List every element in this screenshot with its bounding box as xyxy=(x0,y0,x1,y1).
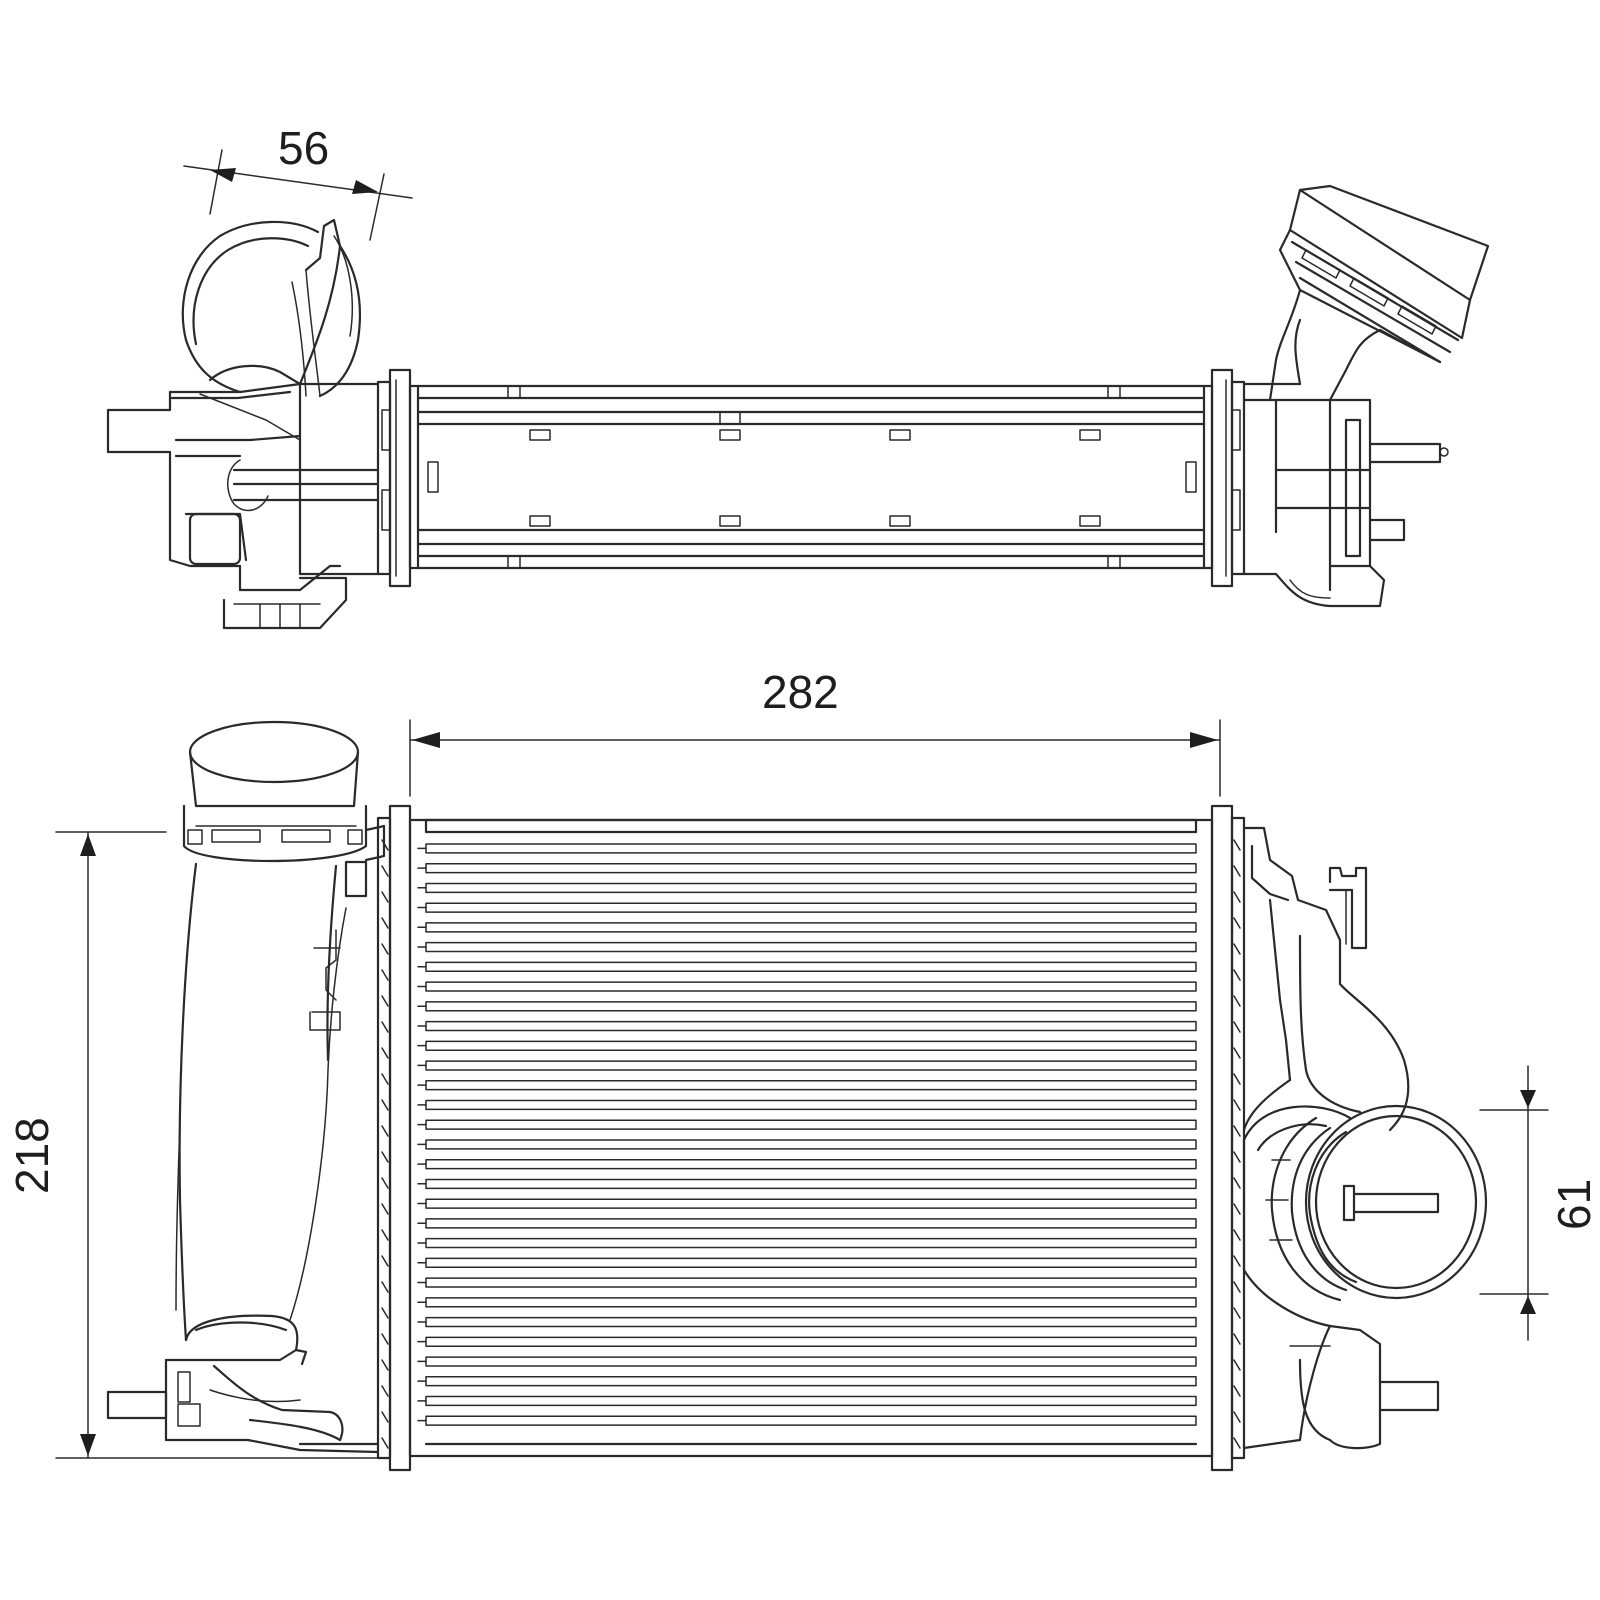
side-plate-tick xyxy=(1233,1073,1241,1085)
core-fin-tube xyxy=(425,1139,1197,1150)
dimension-282-label: 282 xyxy=(762,666,839,718)
dimension-56: 56 xyxy=(183,122,413,241)
side-plate-tick xyxy=(381,1437,389,1449)
core-fin-tube xyxy=(425,1099,1197,1111)
core-fin-tube xyxy=(425,1080,1197,1091)
core-fin-tube xyxy=(425,922,1197,933)
core-fins xyxy=(417,843,1197,1426)
core-fin-tube xyxy=(425,1277,1197,1288)
dimension-282: 282 xyxy=(409,666,1221,797)
side-plate-tick xyxy=(381,1073,389,1085)
core-fin-tube xyxy=(425,1237,1197,1249)
top-view: 56 xyxy=(106,122,1490,630)
core-fin-tube xyxy=(425,941,1197,953)
side-plate-tick xyxy=(1233,1255,1241,1267)
side-plate-tick xyxy=(381,1177,389,1189)
side-plate-tick xyxy=(381,917,389,929)
side-plate-tick xyxy=(1233,917,1241,929)
core-fin-tube xyxy=(425,1415,1197,1426)
side-plate-tick xyxy=(381,1099,389,1111)
side-plate-tick xyxy=(381,1021,389,1033)
side-plate-tick xyxy=(381,995,389,1007)
side-plate-tick xyxy=(381,1125,389,1137)
side-plate-tick xyxy=(381,1333,389,1345)
side-plate-tick xyxy=(381,1281,389,1293)
dimension-218-label: 218 xyxy=(6,1117,58,1194)
side-plate-tick xyxy=(381,1359,389,1371)
side-plate-tick xyxy=(1233,1021,1241,1033)
side-plate-tick xyxy=(1233,1359,1241,1371)
core-fin-tube xyxy=(425,1218,1197,1229)
core-fin-tube xyxy=(425,981,1197,992)
side-plate-tick xyxy=(1233,891,1241,903)
side-plate-tick xyxy=(381,865,389,877)
front-view-left-tank xyxy=(106,720,386,1454)
side-plate-tick xyxy=(381,1307,389,1319)
core-fin-tube xyxy=(425,862,1197,874)
side-plate-tick xyxy=(1233,1229,1241,1241)
dimension-56-label: 56 xyxy=(278,122,329,174)
side-plate-ticks xyxy=(381,839,1241,1449)
dimension-218: 218 xyxy=(6,831,391,1459)
core-fin-tube xyxy=(425,1001,1197,1012)
side-plate-tick xyxy=(1233,1307,1241,1319)
side-plate-tick xyxy=(381,1229,389,1241)
core-fin-tube xyxy=(425,882,1197,894)
core-fin-tube xyxy=(425,1376,1197,1387)
core-fin-tube xyxy=(425,1060,1197,1071)
front-view-right-tank xyxy=(1242,826,1488,1450)
core-fin-tube xyxy=(425,1257,1197,1269)
top-view-right-tank xyxy=(1210,184,1490,608)
front-view: 282 218 61 xyxy=(6,666,1600,1472)
side-plate-tick xyxy=(1233,1281,1241,1293)
side-plate-tick xyxy=(1233,1151,1241,1163)
top-view-left-tank xyxy=(106,218,412,630)
side-plate-tick xyxy=(1233,1125,1241,1137)
core-fin-tube xyxy=(425,1178,1197,1190)
side-plate-tick xyxy=(1233,1437,1241,1449)
core-fin-tube xyxy=(425,961,1197,973)
core-fin-tube xyxy=(425,1356,1197,1367)
side-plate-tick xyxy=(1233,839,1241,851)
core-fin-tube xyxy=(425,1119,1197,1130)
side-plate-tick xyxy=(381,1411,389,1423)
side-plate-tick xyxy=(1233,1047,1241,1059)
side-plate-tick xyxy=(381,891,389,903)
core-fin-tube xyxy=(425,1395,1197,1407)
core-fin-tube xyxy=(425,902,1197,913)
core-fin-tube xyxy=(425,1336,1197,1347)
side-plate-tick xyxy=(381,1151,389,1163)
core-fin-tube xyxy=(425,843,1197,854)
core-fin-tube xyxy=(425,1316,1197,1328)
side-plate-tick xyxy=(1233,1177,1241,1189)
side-plate-tick xyxy=(381,1047,389,1059)
core-fin-tube xyxy=(425,1040,1197,1051)
core-fin-tube xyxy=(425,1297,1197,1308)
side-plate-tick xyxy=(1233,995,1241,1007)
side-plate-tick xyxy=(381,943,389,955)
side-plate-tick xyxy=(1233,1203,1241,1215)
side-plate-tick xyxy=(381,1255,389,1267)
side-plate-tick xyxy=(1233,865,1241,877)
side-plate-tick xyxy=(381,969,389,981)
side-plate-tick xyxy=(381,1385,389,1397)
side-plate-tick xyxy=(381,1203,389,1215)
side-plate-tick xyxy=(1233,1333,1241,1345)
side-plate-tick xyxy=(1233,1411,1241,1423)
dimension-61: 61 xyxy=(1479,1065,1600,1341)
front-view-side-plates xyxy=(376,804,1246,1472)
side-plate-tick xyxy=(1233,1099,1241,1111)
side-plate-tick xyxy=(1233,1385,1241,1397)
core-fin-tube xyxy=(425,1020,1197,1032)
core-fin-tube xyxy=(425,1198,1197,1209)
top-view-core xyxy=(408,384,1214,570)
dimension-61-label: 61 xyxy=(1548,1179,1600,1230)
side-plate-tick xyxy=(1233,943,1241,955)
front-view-core xyxy=(408,818,1214,1458)
side-plate-tick xyxy=(1233,969,1241,981)
core-fin-tube xyxy=(425,1158,1197,1170)
